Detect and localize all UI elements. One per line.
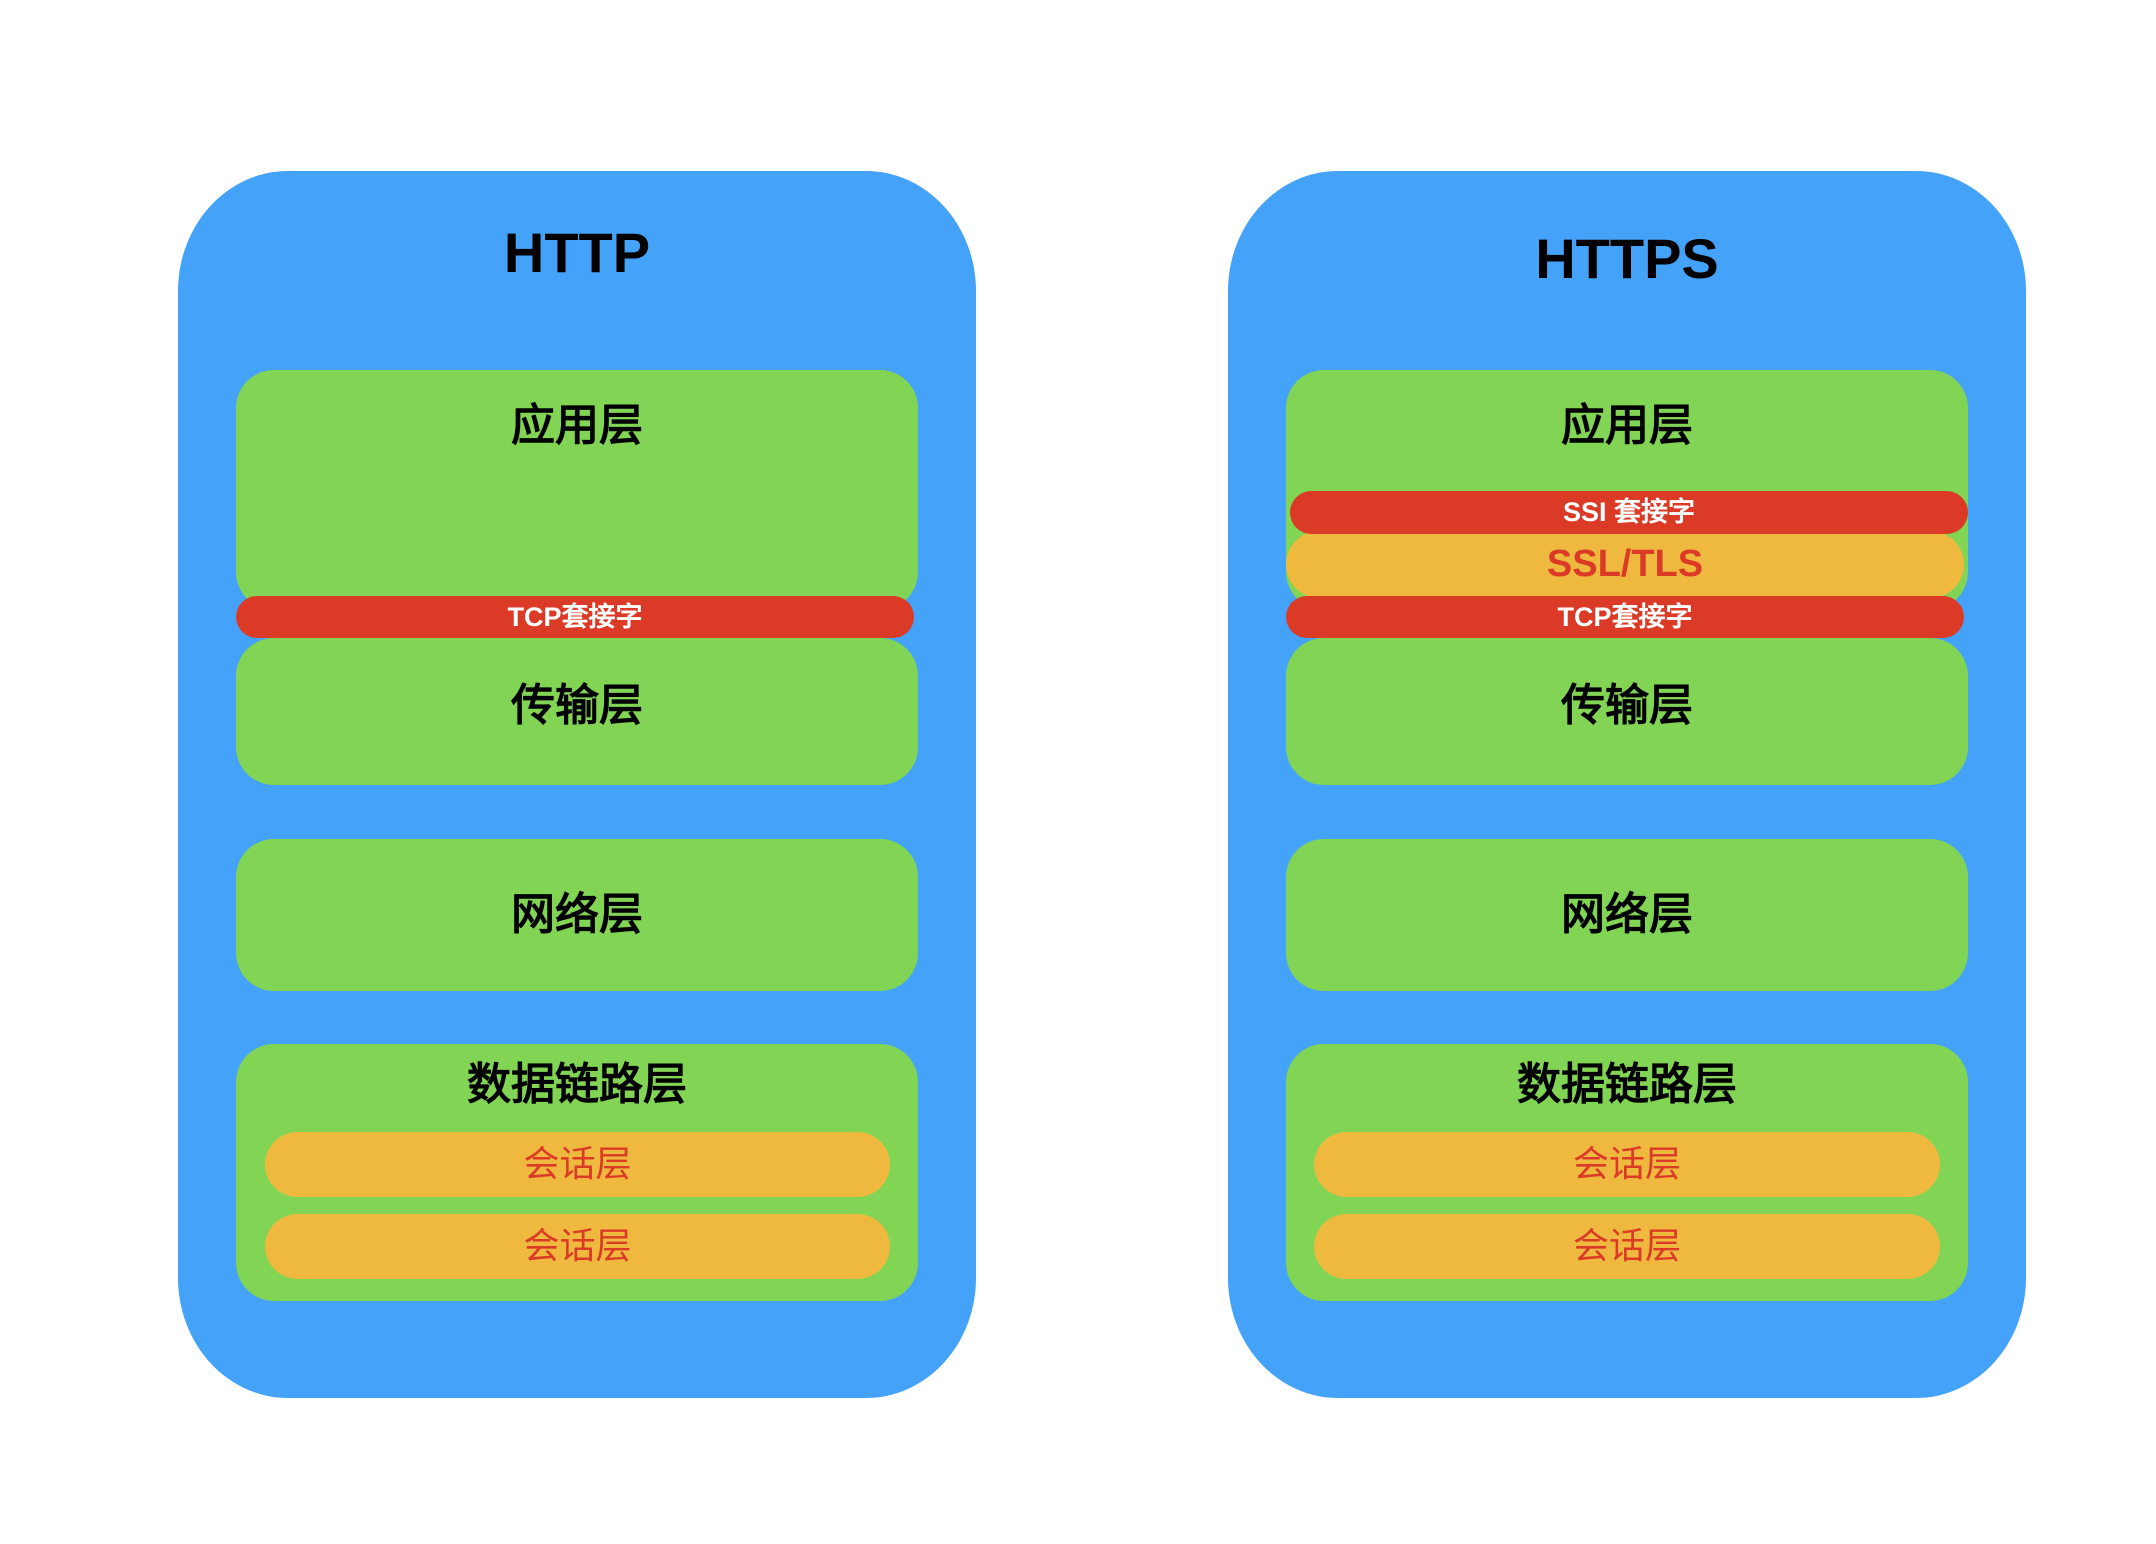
tcp-socket-label: TCP套接字 (507, 602, 643, 632)
tcp-socket-label: TCP套接字 (1557, 602, 1693, 632)
https-network-layer: 网络层 (1286, 839, 1968, 991)
http-tcp-socket: TCP套接字 (236, 596, 914, 638)
application-layer-label: 应用层 (511, 400, 643, 451)
network-layer-label: 网络层 (1561, 889, 1693, 940)
https-stack: HTTPS 应用层 传输层 SSL/TLS SSI 套接字 TCP套接字 网络层… (1228, 171, 2026, 1398)
network-layer-label: 网络层 (511, 889, 643, 940)
datalink-layer-label: 数据链路层 (1517, 1059, 1737, 1110)
http-network-layer: 网络层 (236, 839, 918, 991)
http-title: HTTP (503, 221, 651, 284)
http-datalink-layer: 数据链路层 会话层 会话层 (236, 1044, 918, 1301)
https-transport-layer: 传输层 (1286, 638, 1968, 785)
https-title: HTTPS (1535, 227, 1719, 290)
application-layer-label: 应用层 (1561, 400, 1693, 451)
ssl-tls-label: SSL/TLS (1546, 543, 1704, 585)
session-layer-label: 会话层 (523, 1226, 632, 1267)
https-ssl-tls-layer: SSL/TLS (1286, 531, 1964, 598)
session-layer-2: 会话层 (265, 1214, 890, 1279)
transport-layer-label: 传输层 (511, 680, 643, 731)
session-layer-1: 会话层 (265, 1132, 890, 1197)
datalink-layer-label: 数据链路层 (467, 1059, 687, 1110)
https-datalink-layer: 数据链路层 会话层 会话层 (1286, 1044, 1968, 1301)
ssl-socket-label: SSI 套接字 (1562, 497, 1696, 527)
http-transport-layer: 传输层 (236, 638, 918, 785)
http-stack: HTTP 应用层 传输层 TCP套接字 网络层 数据链路层 会话层 会话层 (178, 171, 976, 1398)
session-layer-2: 会话层 (1314, 1214, 1940, 1279)
transport-layer-label: 传输层 (1561, 680, 1693, 731)
session-layer-label: 会话层 (1572, 1144, 1681, 1185)
https-ssl-socket: SSI 套接字 (1290, 491, 1968, 534)
http-application-layer: 应用层 (236, 370, 918, 610)
session-layer-label: 会话层 (523, 1144, 632, 1185)
session-layer-label: 会话层 (1572, 1226, 1681, 1267)
session-layer-1: 会话层 (1314, 1132, 1940, 1197)
https-tcp-socket: TCP套接字 (1286, 596, 1964, 638)
